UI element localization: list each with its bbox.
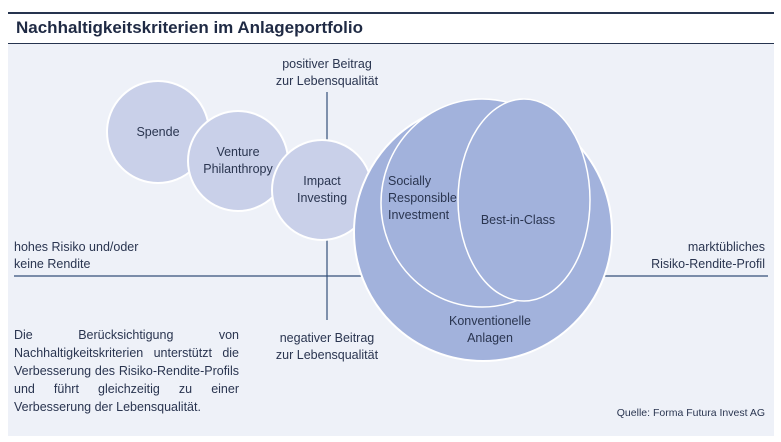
title-rule	[8, 43, 774, 44]
label-venture-line2: Philanthropy	[203, 162, 273, 176]
ellipse-best-in-class	[457, 98, 591, 302]
label-bic-line1: Best-in-Class	[480, 213, 556, 227]
label-konventionelle-anlagen: Konventionelle Anlagen	[430, 313, 550, 347]
label-best-in-class: Best-in-Class	[466, 212, 570, 229]
axis-label-left-line1: hohes Risiko und/oder	[14, 240, 139, 254]
figure-title: Nachhaltigkeitskriterien im Anlageportfo…	[16, 18, 363, 37]
axis-label-right-line1: marktübliches	[687, 240, 765, 254]
source-credit: Quelle: Forma Futura Invest AG	[616, 407, 765, 419]
label-spende: Spende	[118, 124, 198, 141]
axis-label-top-line2: zur Lebensqualität	[275, 74, 379, 88]
label-sri-line1: Socially	[388, 174, 432, 188]
label-konventionelle-line2: Anlagen	[467, 331, 513, 345]
top-rule	[8, 12, 774, 14]
axis-label-bottom-line1: negativer Beitrag	[279, 331, 375, 345]
description-text: Die Berücksichtigung von Nachhaltigkeits…	[14, 328, 239, 414]
label-sri-line3: Investment	[388, 208, 450, 222]
label-impact-line2: Investing	[296, 191, 348, 205]
label-sri-line2: Responsible	[388, 191, 457, 205]
label-spende-line1: Spende	[136, 125, 180, 139]
label-venture-philanthropy: Venture Philanthropy	[188, 144, 288, 178]
label-impact-line1: Impact	[303, 174, 341, 188]
label-socially-responsible-investment: Socially Responsible Investment	[388, 173, 457, 224]
axis-label-right: marktübliches Risiko-Rendite-Profil	[651, 239, 765, 273]
axis-label-top-line1: positiver Beitrag	[282, 57, 372, 71]
axis-label-bottom: negativer Beitrag zur Lebensqualität	[257, 330, 397, 364]
axis-label-top: positiver Beitrag zur Lebensqualität	[257, 56, 397, 90]
axis-label-left: hohes Risiko und/oder keine Rendite	[14, 239, 138, 273]
axis-label-bottom-line2: zur Lebensqualität	[275, 348, 379, 362]
label-impact-investing: Impact Investing	[282, 173, 362, 207]
axis-label-right-line2: Risiko-Rendite-Profil	[651, 257, 765, 271]
label-venture-line1: Venture	[216, 145, 260, 159]
axis-label-left-line2: keine Rendite	[14, 257, 91, 271]
label-konventionelle-line1: Konventionelle	[448, 314, 531, 328]
